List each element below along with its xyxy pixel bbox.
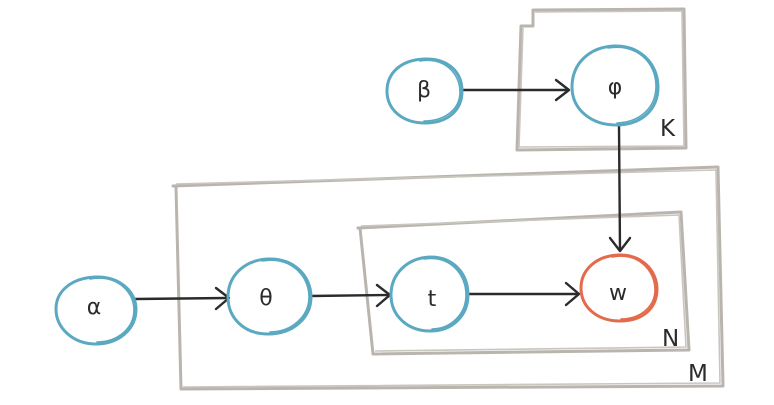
edge-alpha-to-theta [133, 286, 231, 311]
node-t-label: t [428, 287, 437, 312]
plate-m: M [171, 165, 725, 391]
node-beta: β [385, 57, 464, 125]
node-t: t [389, 255, 470, 333]
plate-n-label: N [662, 326, 679, 352]
plate-m-label: M [688, 361, 708, 387]
edge-theta-to-t [308, 283, 392, 308]
edges [133, 78, 632, 311]
node-alpha-label: α [87, 295, 102, 320]
edge-t-to-w [466, 281, 581, 307]
plate-k: K [515, 7, 688, 152]
node-w-label: w [609, 281, 627, 306]
node-phi-label: φ [608, 75, 623, 100]
node-phi: φ [570, 44, 660, 127]
node-theta-label: θ [259, 286, 272, 311]
edge-phi-to-w [608, 124, 632, 253]
plate-k-label: K [660, 116, 676, 142]
node-theta: θ [226, 257, 313, 336]
node-beta-label: β [417, 78, 431, 103]
node-alpha: α [54, 275, 138, 346]
edge-beta-to-phi [461, 78, 571, 102]
node-w: w [579, 253, 659, 323]
plate-n: N [356, 210, 691, 356]
